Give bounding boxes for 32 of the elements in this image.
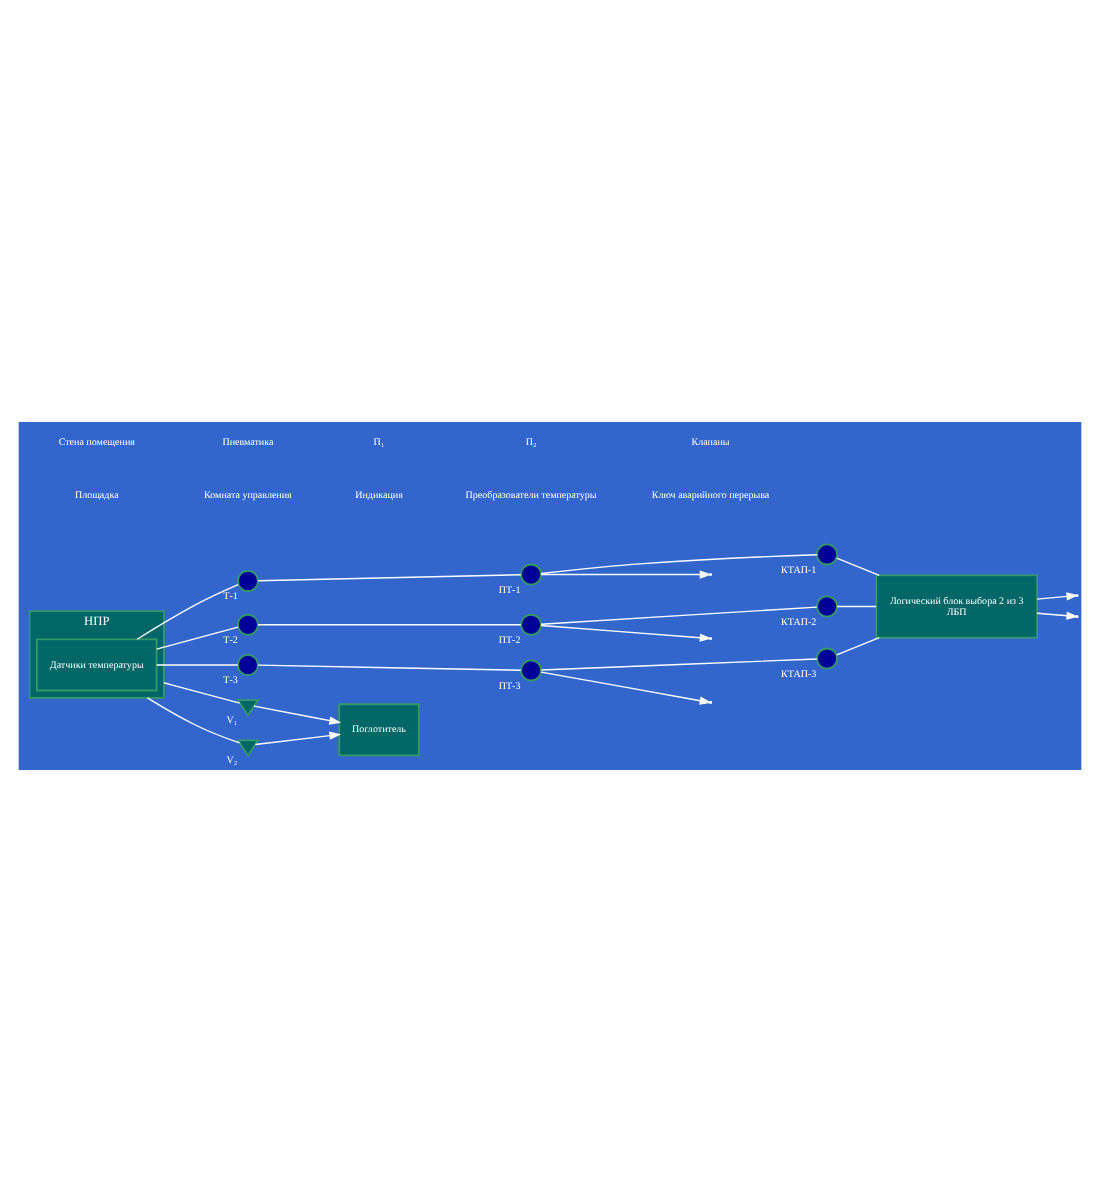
connector [836,556,880,576]
connector [257,663,522,670]
connector [136,582,239,639]
arrow [1036,591,1079,600]
arrow [1036,610,1079,619]
arrow [540,569,712,578]
arrow [540,623,712,641]
node-circle [520,612,543,635]
node-valve [236,738,260,757]
connector [836,604,877,607]
arrow [254,730,342,745]
connector [257,573,522,581]
arrow [540,670,712,704]
connector [257,623,522,625]
connector [540,553,818,574]
connector [163,681,241,703]
node-circle [236,612,259,635]
connector [540,657,818,670]
node-circle [816,594,838,617]
node-circle [520,562,543,585]
node-circle [236,653,259,675]
arrow [253,704,342,724]
node-circle [816,542,838,565]
connector [540,605,818,624]
connector [156,663,239,665]
connector [146,696,241,743]
node-valve [236,698,260,716]
node-circle [236,568,259,591]
connector [836,635,880,655]
node-circle [816,646,838,669]
connector [156,625,239,649]
node-circle [520,658,543,681]
